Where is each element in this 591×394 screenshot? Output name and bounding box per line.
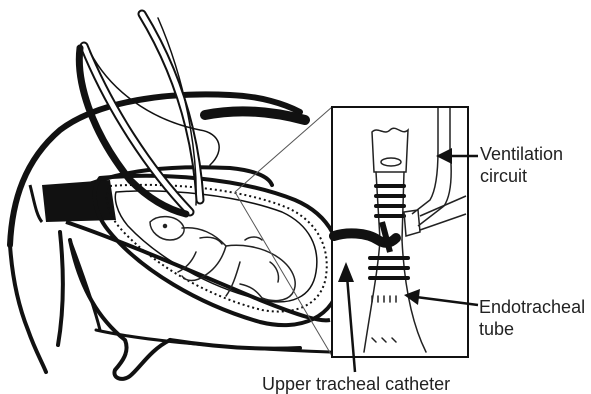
maternal-body-outline xyxy=(10,94,330,378)
ventilation-label-line1: Ventilation xyxy=(480,143,563,165)
dark-instrument xyxy=(30,180,116,222)
upper-tracheal-catheter-label: Upper tracheal catheter xyxy=(262,373,450,394)
ventilation-circuit-label: Ventilation circuit xyxy=(480,143,563,187)
zoom-inset xyxy=(332,107,468,357)
endotracheal-label-line2: tube xyxy=(479,318,585,340)
endotracheal-label-line1: Endotracheal xyxy=(479,296,585,318)
ventilation-label-line2: circuit xyxy=(480,165,563,187)
endotracheal-tube-label: Endotracheal tube xyxy=(479,296,585,340)
